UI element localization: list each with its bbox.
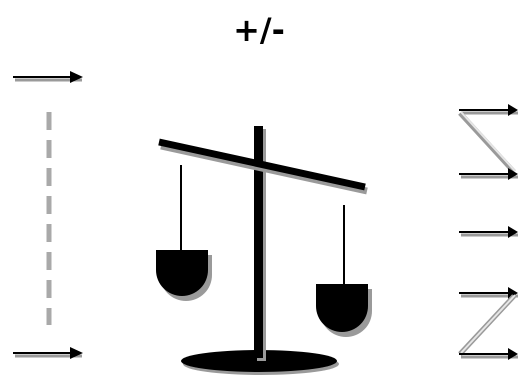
arrow-right-icon	[459, 168, 518, 180]
diagonal-line	[458, 294, 516, 356]
arrow-right-icon	[459, 104, 518, 116]
balance-scale-icon	[156, 126, 372, 375]
arrow-right-icon	[459, 348, 518, 360]
arrow-right-icon	[459, 226, 518, 238]
arrow-right-icon	[459, 287, 518, 299]
arrow-right-icon	[13, 71, 83, 83]
arrow-right-icon	[13, 347, 83, 359]
left-panel	[13, 71, 83, 359]
right-panel	[458, 104, 518, 360]
title-plus-minus: +/-	[233, 11, 285, 49]
diagonal-line	[458, 111, 516, 174]
